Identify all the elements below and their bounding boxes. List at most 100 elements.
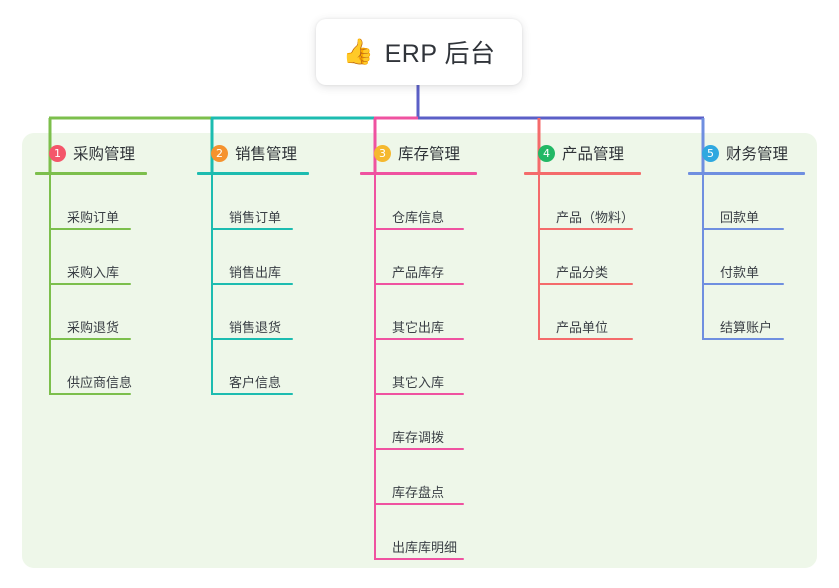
root-node-title: ERP 后台 <box>384 40 496 68</box>
category-columns: 1 采购管理采购订单采购入库采购退货供应商信息 2 销售管理销售订单销售出库销售退货客… <box>0 140 839 570</box>
category-spine-line <box>211 175 213 395</box>
menu-item[interactable]: 库存调拨 <box>374 395 477 450</box>
menu-item[interactable]: 产品分类 <box>538 230 641 285</box>
menu-item-underline <box>49 338 131 340</box>
category-header-underline <box>360 172 477 175</box>
thumbs-up-icon: 👍 <box>342 37 374 66</box>
menu-item-underline <box>374 393 464 395</box>
diagram-background-panel <box>22 133 817 568</box>
category-items-list: 采购订单采购入库采购退货供应商信息 <box>49 175 147 395</box>
category-items-list: 回款单付款单结算账户 <box>702 175 805 340</box>
menu-item-label: 付款单 <box>720 265 760 280</box>
menu-item[interactable]: 付款单 <box>702 230 805 285</box>
category-title: 采购管理 <box>73 146 136 163</box>
category-number-badge: 5 <box>702 144 719 162</box>
menu-item-underline <box>49 283 131 285</box>
menu-item-underline <box>702 228 784 230</box>
category-number-badge: 3 <box>374 144 391 162</box>
menu-item-underline <box>374 283 464 285</box>
category-spine-line <box>49 175 51 395</box>
category-spine-line <box>538 175 540 340</box>
category-title: 财务管理 <box>726 146 789 163</box>
menu-item-label: 结算账户 <box>720 320 773 335</box>
category-header-3[interactable]: 3 库存管理 <box>360 140 477 166</box>
category-header-underline <box>688 172 805 175</box>
menu-item[interactable]: 仓库信息 <box>374 175 477 230</box>
menu-item-label: 出库库明细 <box>392 540 458 555</box>
category-header-2[interactable]: 2 销售管理 <box>197 140 309 166</box>
category-number-badge: 2 <box>211 144 228 162</box>
menu-item-label: 采购入库 <box>67 265 120 280</box>
menu-item-underline <box>702 338 784 340</box>
menu-item-underline <box>538 283 633 285</box>
menu-item-underline <box>538 338 633 340</box>
menu-item-label: 客户信息 <box>229 375 282 390</box>
category-column-3: 3 库存管理仓库信息产品库存其它出库其它入库库存调拨库存盘点出库库明细 <box>360 140 477 560</box>
category-number-badge: 4 <box>538 144 555 162</box>
menu-item[interactable]: 销售出库 <box>211 230 309 285</box>
menu-item-underline <box>374 558 464 560</box>
category-header-underline <box>35 172 147 175</box>
menu-item[interactable]: 出库库明细 <box>374 505 477 560</box>
menu-item-label: 库存盘点 <box>392 485 445 500</box>
menu-item[interactable]: 库存盘点 <box>374 450 477 505</box>
category-items-list: 产品（物料） 产品分类产品单位 <box>538 175 641 340</box>
menu-item-label: 产品单位 <box>556 320 609 335</box>
category-number-badge: 1 <box>49 144 66 162</box>
menu-item[interactable]: 产品库存 <box>374 230 477 285</box>
menu-item-underline <box>211 228 293 230</box>
menu-item[interactable]: 其它出库 <box>374 285 477 340</box>
menu-item-label: 供应商信息 <box>67 375 133 390</box>
menu-item-underline <box>211 338 293 340</box>
menu-item[interactable]: 产品单位 <box>538 285 641 340</box>
menu-item-underline <box>538 228 633 230</box>
menu-item-underline <box>374 338 464 340</box>
menu-item[interactable]: 采购入库 <box>49 230 147 285</box>
menu-item[interactable]: 产品（物料） <box>538 175 641 230</box>
menu-item[interactable]: 采购订单 <box>49 175 147 230</box>
menu-item[interactable]: 客户信息 <box>211 340 309 395</box>
menu-item-label: 其它入库 <box>392 375 445 390</box>
menu-item-underline <box>49 228 131 230</box>
category-column-5: 5 财务管理回款单付款单结算账户 <box>688 140 805 340</box>
category-header-5[interactable]: 5 财务管理 <box>688 140 805 166</box>
root-node-card[interactable]: 👍 ERP 后台 <box>316 19 522 85</box>
menu-item-underline <box>374 228 464 230</box>
category-items-list: 销售订单销售出库销售退货客户信息 <box>211 175 309 395</box>
menu-item-underline <box>49 393 131 395</box>
menu-item-label: 销售退货 <box>229 320 282 335</box>
category-spine-line <box>702 175 704 340</box>
menu-item-label: 采购退货 <box>67 320 120 335</box>
category-column-2: 2 销售管理销售订单销售出库销售退货客户信息 <box>197 140 309 395</box>
menu-item-underline <box>702 283 784 285</box>
menu-item-label: 销售出库 <box>229 265 282 280</box>
category-spine-line <box>374 175 376 560</box>
menu-item-label: 回款单 <box>720 210 760 225</box>
menu-item[interactable]: 供应商信息 <box>49 340 147 395</box>
category-title: 库存管理 <box>398 146 461 163</box>
menu-item-underline <box>374 503 464 505</box>
menu-item-underline <box>211 283 293 285</box>
menu-item[interactable]: 回款单 <box>702 175 805 230</box>
menu-item[interactable]: 采购退货 <box>49 285 147 340</box>
menu-item[interactable]: 销售退货 <box>211 285 309 340</box>
menu-item-label: 其它出库 <box>392 320 445 335</box>
menu-item[interactable]: 销售订单 <box>211 175 309 230</box>
menu-item-label: 产品分类 <box>556 265 609 280</box>
menu-item-underline <box>374 448 464 450</box>
menu-item-label: 产品库存 <box>392 265 445 280</box>
category-header-underline <box>197 172 309 175</box>
category-items-list: 仓库信息产品库存其它出库其它入库库存调拨库存盘点出库库明细 <box>374 175 477 560</box>
category-column-1: 1 采购管理采购订单采购入库采购退货供应商信息 <box>35 140 147 395</box>
menu-item[interactable]: 结算账户 <box>702 285 805 340</box>
menu-item-label: 产品（物料） <box>556 210 635 225</box>
menu-item[interactable]: 其它入库 <box>374 340 477 395</box>
category-header-1[interactable]: 1 采购管理 <box>35 140 147 166</box>
menu-item-label: 采购订单 <box>67 210 120 225</box>
menu-item-label: 仓库信息 <box>392 210 445 225</box>
category-header-underline <box>524 172 641 175</box>
menu-item-underline <box>211 393 293 395</box>
category-title: 销售管理 <box>235 146 298 163</box>
